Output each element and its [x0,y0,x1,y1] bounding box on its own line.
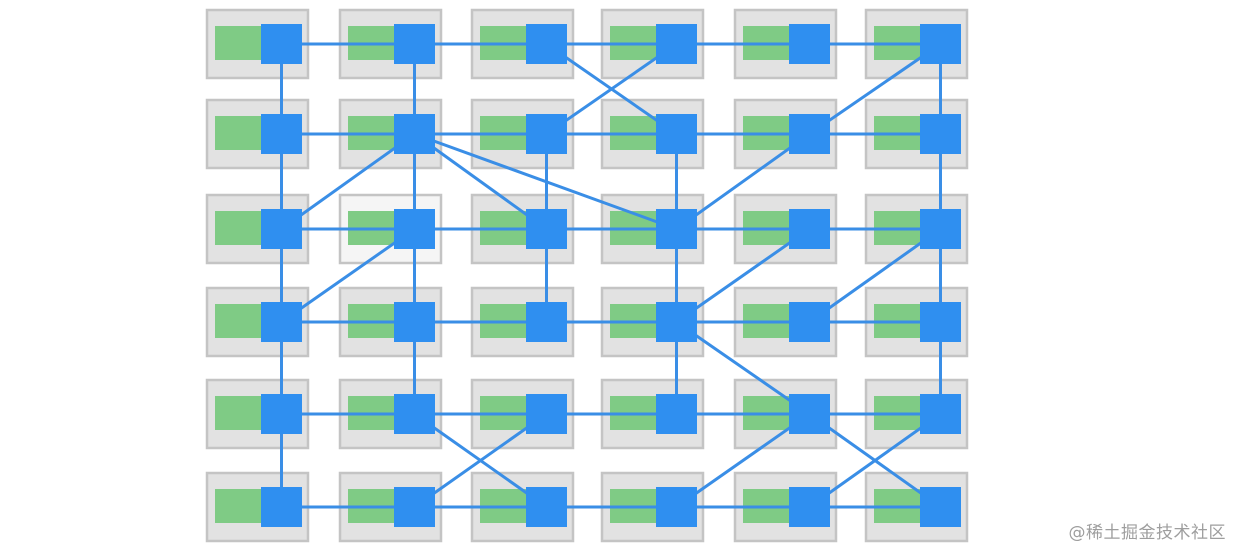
watermark: @稀土掘金技术社区 [1068,523,1226,543]
blue-node [789,209,830,249]
connection-edge [808,227,942,324]
blue-node [261,114,302,154]
blue-node [789,394,830,434]
blue-node [656,114,697,154]
grid-cell [205,471,310,543]
blue-node [656,24,697,64]
connection-edge [413,132,548,231]
blue-node [394,209,435,249]
blue-node [394,24,435,64]
connection-edge [808,412,942,509]
blue-node [789,24,830,64]
connection-edge [808,42,942,136]
blue-node [920,24,961,64]
blue-node [261,209,302,249]
green-block [215,26,269,60]
green-block [215,304,269,338]
connection-edge [280,132,416,231]
blue-node [789,114,830,154]
blue-node [526,114,567,154]
green-block [215,116,269,150]
blue-node [920,209,961,249]
blue-node [920,487,961,527]
connection-edge [413,412,548,509]
blue-node [394,114,435,154]
green-block [215,211,269,245]
nodes-layer [261,24,961,527]
blue-node [526,302,567,342]
blue-node [394,487,435,527]
connection-edge [675,412,811,509]
blue-node [920,114,961,154]
connection-edge [675,320,811,416]
blue-node [920,302,961,342]
blue-node [526,394,567,434]
connection-edge [675,227,811,324]
blue-node [261,24,302,64]
blue-node [261,487,302,527]
blue-node [656,487,697,527]
blue-node [526,24,567,64]
blue-node [789,302,830,342]
blue-node [789,487,830,527]
blue-node [261,394,302,434]
blue-node [920,394,961,434]
blue-node [261,302,302,342]
blue-node [526,487,567,527]
blue-node [394,302,435,342]
blue-node [394,394,435,434]
blue-node [656,302,697,342]
blue-node [526,209,567,249]
green-block [215,489,269,523]
connection-edge [675,132,811,231]
green-block [215,396,269,430]
connection-edge [280,227,416,324]
connection-edge [545,42,678,136]
cells-layer [205,8,969,543]
grid-cell [205,378,310,450]
blue-node [656,394,697,434]
blue-node [656,209,697,249]
